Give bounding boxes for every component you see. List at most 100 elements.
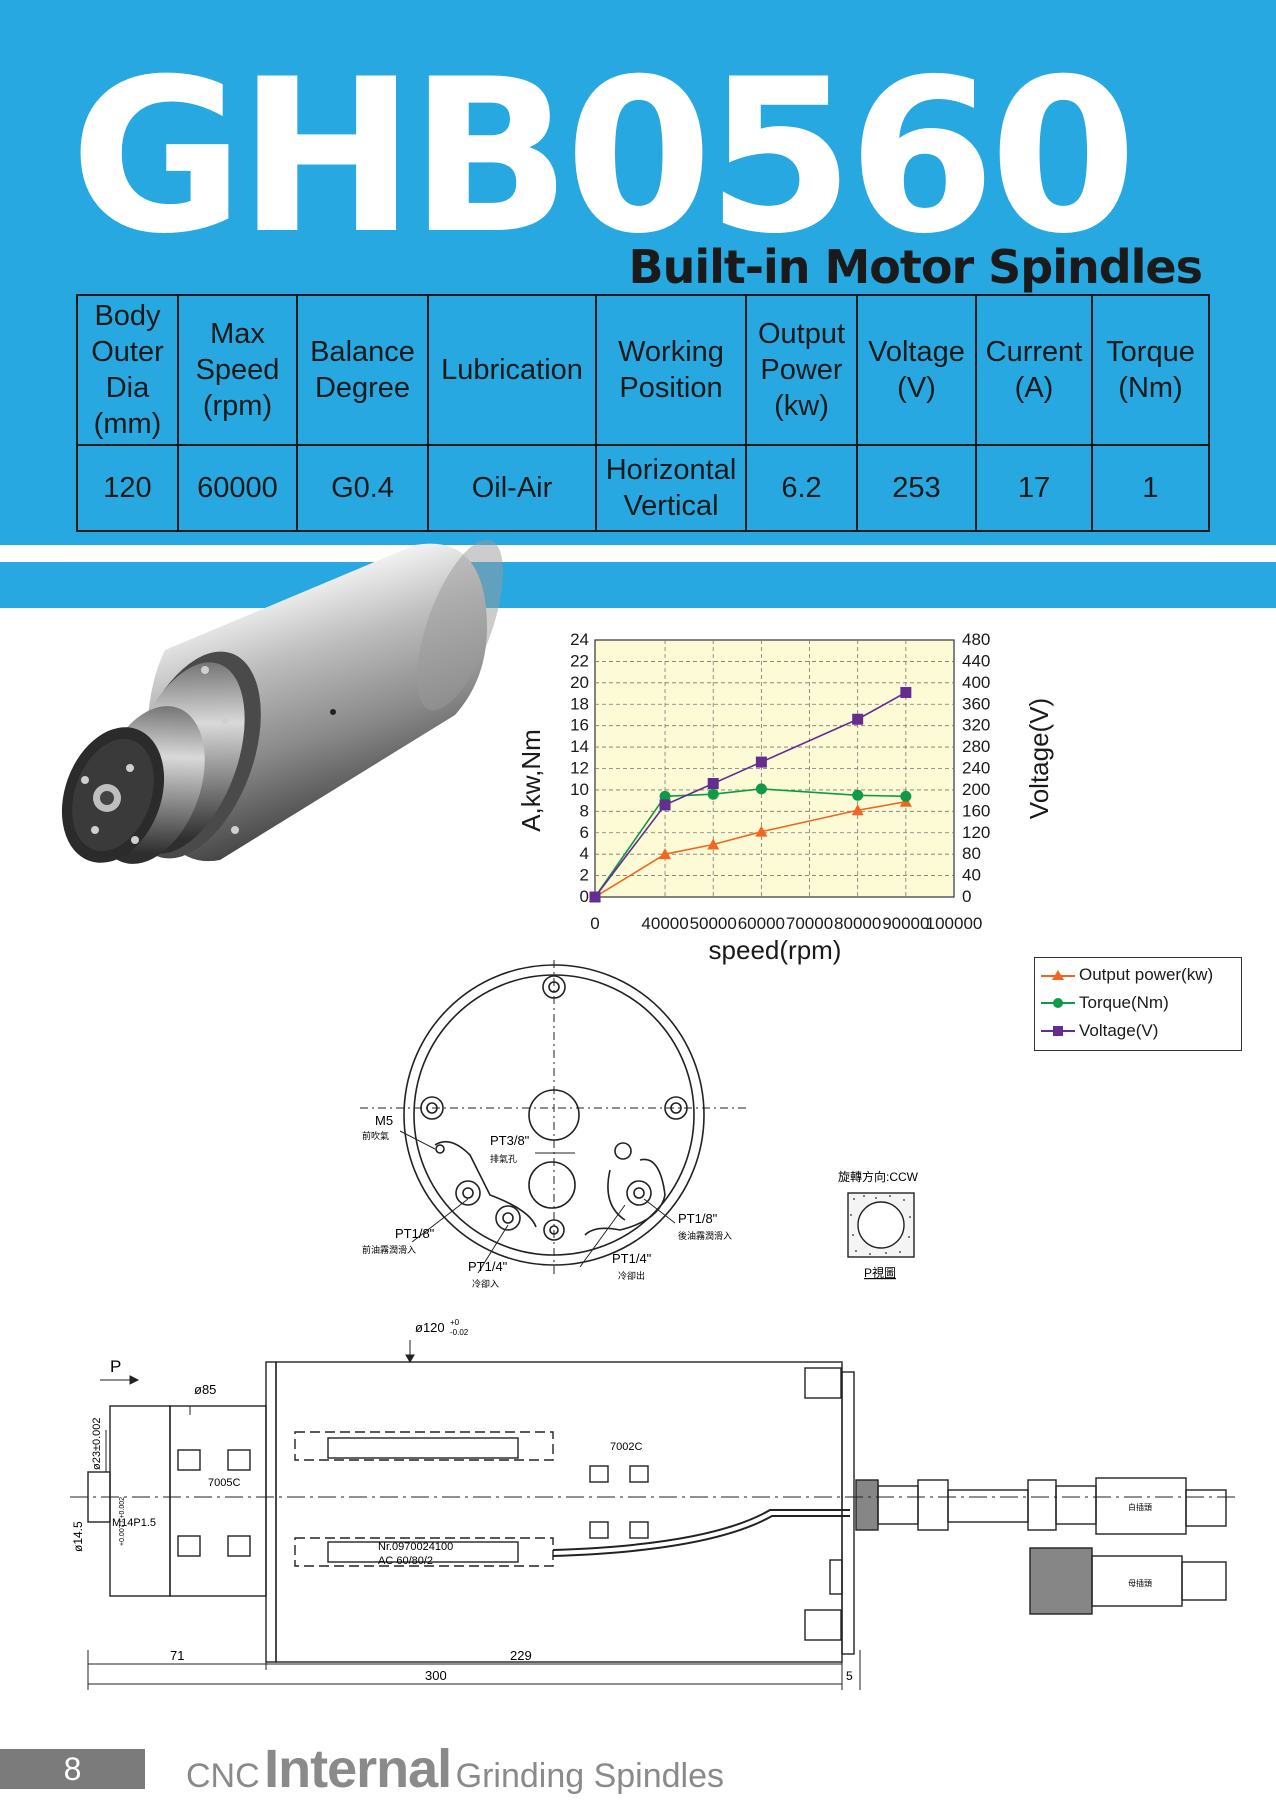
legend-label-voltage: Voltage(V) bbox=[1079, 1021, 1159, 1040]
y2-tick-label: 360 bbox=[962, 694, 990, 713]
label-pt18-right: PT1/8" bbox=[678, 1211, 718, 1226]
y-tick-label: 2 bbox=[580, 866, 589, 885]
data-point-circle bbox=[852, 789, 864, 801]
x-tick-label: 70000 bbox=[786, 914, 833, 933]
x-tick-label: 80000 bbox=[834, 914, 881, 933]
header-balance-degree: Balance Degree bbox=[296, 294, 429, 446]
data-point-circle bbox=[755, 783, 767, 795]
legend-label-torque: Torque(Nm) bbox=[1079, 993, 1169, 1012]
value-voltage: 253 bbox=[856, 444, 977, 532]
label-dia120-tol-upper: +0 bbox=[450, 1318, 460, 1327]
label-pt18-right-cn: 後油霧潤滑入 bbox=[678, 1230, 732, 1241]
header-max-speed: Max Speed (rpm) bbox=[177, 294, 298, 446]
data-point-triangle bbox=[755, 825, 768, 837]
x-tick-label: 60000 bbox=[738, 914, 785, 933]
label-pt18-left-cn: 前油霧潤滑入 bbox=[362, 1244, 416, 1255]
label-dia14: ø14.5 bbox=[71, 1521, 85, 1552]
y2-tick-label: 400 bbox=[962, 673, 990, 692]
value-max-speed: 60000 bbox=[177, 444, 298, 532]
label-dia120: ø120 bbox=[415, 1320, 445, 1335]
rotation-direction: 旋轉方向:CCW bbox=[838, 1169, 919, 1184]
label-p: P bbox=[110, 1357, 121, 1376]
square-marker-icon bbox=[1041, 1026, 1075, 1036]
page-number: 8 bbox=[0, 1749, 145, 1789]
value-torque: 1 bbox=[1091, 444, 1210, 532]
data-point-circle bbox=[707, 788, 719, 800]
y-tick-label: 20 bbox=[570, 673, 589, 692]
data-point-square bbox=[900, 686, 912, 698]
y2-tick-label: 0 bbox=[962, 887, 971, 906]
header-working-position: Working Position bbox=[595, 294, 747, 446]
triangle-marker-icon bbox=[1041, 970, 1075, 980]
legend-item-torque: Torque(Nm) bbox=[1041, 989, 1169, 1017]
footer-emphasis: Internal bbox=[264, 1739, 452, 1799]
data-point-square bbox=[707, 777, 719, 789]
front-view-drawing: M5 前吹氣 PT3/8" 排氣孔 PT1/8" 前油霧潤滑入 PT1/4" 冷… bbox=[360, 960, 748, 1289]
x-tick-label: 100000 bbox=[926, 914, 983, 933]
p-view-caption: P視圖 bbox=[864, 1265, 896, 1280]
y2-tick-label: 160 bbox=[962, 801, 990, 820]
label-bearing-rear: 7002C bbox=[610, 1441, 642, 1453]
value-balance-degree: G0.4 bbox=[296, 444, 429, 532]
x-tick-label: 0 bbox=[590, 914, 599, 933]
y-tick-label: 24 bbox=[570, 630, 589, 649]
label-pt14-right-cn: 冷卻出 bbox=[618, 1270, 645, 1281]
y-tick-label: 10 bbox=[570, 780, 589, 799]
y-tick-label: 12 bbox=[570, 759, 589, 778]
nameplate-line-2: AC 60/80/2 bbox=[378, 1555, 433, 1567]
banner-divider bbox=[0, 545, 1276, 562]
header-body-outer-dia: Body Outer Dia (mm) bbox=[76, 294, 179, 446]
y-tick-label: 8 bbox=[580, 801, 589, 820]
data-point-circle bbox=[900, 790, 912, 802]
value-current: 17 bbox=[975, 444, 1093, 532]
spec-header-row: Body Outer Dia (mm) Max Speed (rpm) Bala… bbox=[76, 294, 1210, 446]
value-working-position: Horizontal Vertical bbox=[595, 444, 747, 532]
y-tick-label: 4 bbox=[580, 844, 589, 863]
value-output-power: 6.2 bbox=[745, 444, 858, 532]
label-dia14-tol: +0.007 / +0.002 bbox=[119, 1497, 126, 1546]
legend-item-voltage: Voltage(V) bbox=[1041, 1017, 1158, 1045]
y-tick-label: 14 bbox=[570, 737, 589, 756]
series-line-0 bbox=[594, 800, 906, 898]
data-point-triangle bbox=[659, 848, 672, 860]
label-pt14-left: PT1/4" bbox=[468, 1259, 508, 1274]
value-lubrication: Oil-Air bbox=[427, 444, 597, 532]
y-tick-label: 0 bbox=[580, 887, 589, 906]
chart-legend: Output power(kw) Torque(Nm) Voltage(V) bbox=[1034, 957, 1242, 1051]
model-title: GHB0560 bbox=[70, 33, 1137, 280]
spec-value-row: 120 60000 G0.4 Oil-Air Horizontal Vertic… bbox=[76, 444, 1210, 532]
y2-tick-label: 320 bbox=[962, 716, 990, 735]
y-axis-label: A,kw,Nm bbox=[520, 729, 546, 832]
label-m5-cn: 前吹氣 bbox=[362, 1130, 389, 1141]
data-point-square bbox=[852, 713, 864, 725]
connector-label-2: 母插頭 bbox=[1128, 1578, 1152, 1588]
label-pt14-left-cn: 冷卻入 bbox=[472, 1278, 499, 1289]
header-current: Current (A) bbox=[975, 294, 1093, 446]
footer-prefix: CNC bbox=[186, 1757, 260, 1795]
side-view-drawing: P ø85 ø120 +0 -0.02 ø23±0.002 ø14.5 +0.0… bbox=[70, 1318, 1240, 1690]
data-point-circle bbox=[659, 790, 671, 802]
data-point-square bbox=[589, 891, 601, 903]
label-pt38-cn: 排氣孔 bbox=[490, 1153, 517, 1164]
header-lubrication: Lubrication bbox=[427, 294, 597, 446]
y-tick-label: 6 bbox=[580, 823, 589, 842]
y-tick-label: 16 bbox=[570, 716, 589, 735]
x-axis-label: speed(rpm) bbox=[709, 935, 842, 965]
value-body-outer-dia: 120 bbox=[76, 444, 179, 532]
y2-tick-label: 240 bbox=[962, 759, 990, 778]
header-output-power: Output Power (kw) bbox=[745, 294, 858, 446]
x-tick-label: 90000 bbox=[882, 914, 929, 933]
header-torque: Torque (Nm) bbox=[1091, 294, 1210, 446]
product-subtitle: Built-in Motor Spindles bbox=[628, 240, 1203, 294]
footer-title: CNC Internal Grinding Spindles bbox=[186, 1738, 724, 1800]
spindle-product-image bbox=[61, 540, 504, 864]
legend-label-output-power: Output power(kw) bbox=[1079, 965, 1214, 984]
series-line-2 bbox=[594, 691, 907, 898]
label-bearing-front: 7005C bbox=[208, 1477, 240, 1489]
y2-tick-label: 440 bbox=[962, 651, 990, 670]
footer-suffix: Grinding Spindles bbox=[455, 1757, 725, 1795]
data-point-square bbox=[659, 799, 671, 811]
dim-71: 71 bbox=[170, 1648, 184, 1663]
y2-tick-label: 200 bbox=[962, 780, 990, 799]
circle-marker-icon bbox=[1041, 998, 1075, 1008]
